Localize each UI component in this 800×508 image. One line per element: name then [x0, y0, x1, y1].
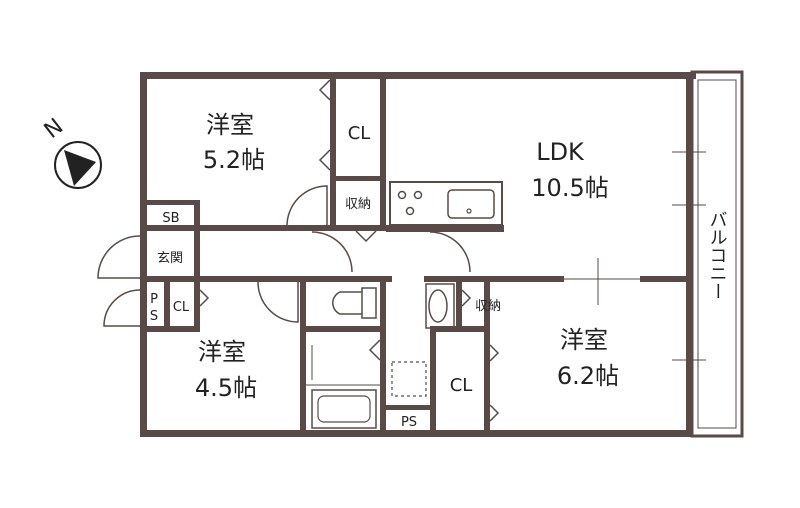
bathtub-icon [311, 389, 377, 429]
toilet-icon [332, 287, 377, 319]
doors [97, 185, 471, 327]
room-name-western-b: 洋室 [198, 338, 246, 366]
bath-fixtures [306, 283, 455, 429]
room-size-western-b: 4.5帖 [195, 374, 257, 402]
room-size-western-c: 6.2帖 [557, 362, 619, 390]
label-sb: SB [162, 211, 179, 226]
compass: N [40, 114, 102, 189]
kitchen-counter [389, 181, 503, 226]
label-storage-top: 収納 [345, 197, 371, 212]
interior-walls [140, 79, 686, 436]
room-name-western-c: 洋室 [560, 326, 608, 354]
label-ps-bottom: PS [401, 415, 417, 430]
washbasin-icon [425, 283, 455, 329]
room-name-ldk: LDK [536, 138, 585, 166]
label-cl-bottom: CL [450, 375, 473, 396]
label-storage-right: 収納 [475, 299, 501, 314]
room-size-ldk: 10.5帖 [531, 174, 608, 202]
room-labels: 洋室 5.2帖 LDK 10.5帖 洋室 4.5帖 洋室 6.2帖 [195, 111, 619, 402]
label-entrance: 玄関 [157, 251, 183, 266]
label-ps-left-2: S [150, 309, 158, 324]
fixture-labels: CL 収納 SB 玄関 P S CL 収納 CL PS バルコニー [150, 123, 728, 430]
room-size-western-a: 5.2帖 [203, 146, 265, 174]
label-ps-left-1: P [150, 292, 158, 307]
closet-door-marks [199, 79, 500, 422]
kitchen-sink-icon [447, 189, 495, 219]
north-arrow-icon [54, 141, 102, 189]
room-name-western-a: 洋室 [206, 111, 254, 139]
label-cl-left: CL [173, 300, 190, 315]
compass-label: N [40, 114, 68, 144]
stove-icon [397, 190, 423, 216]
label-balcony: バルコニー [707, 210, 728, 300]
label-cl-top: CL [348, 123, 371, 144]
windows [143, 90, 706, 425]
washing-machine-space [391, 361, 427, 397]
